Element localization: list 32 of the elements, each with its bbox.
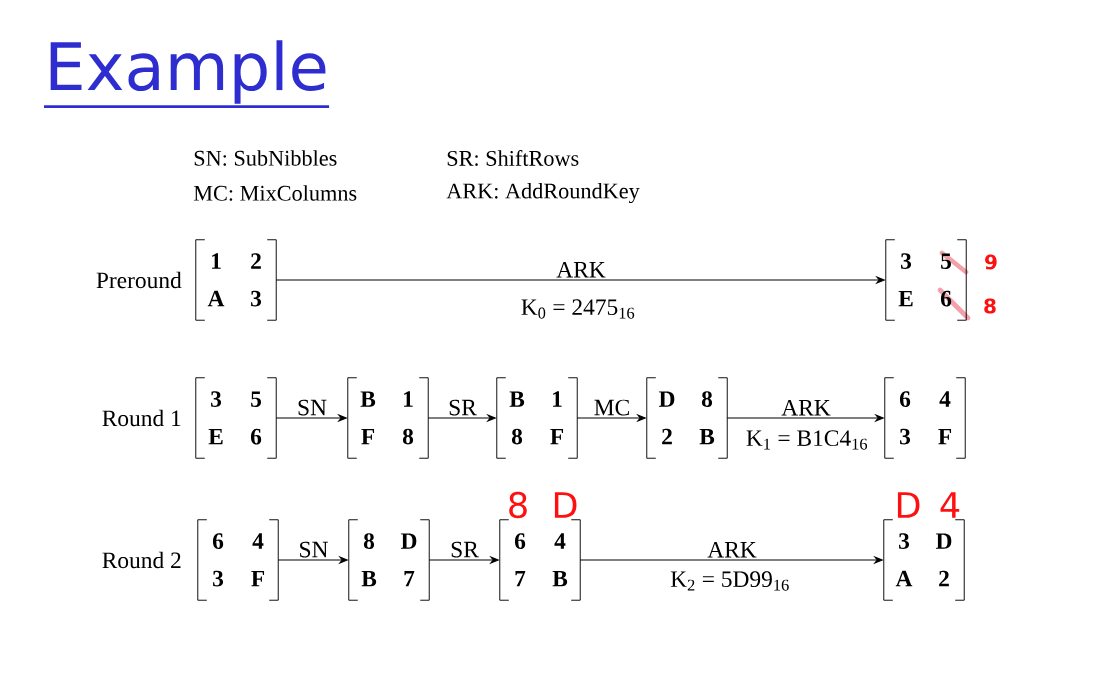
round-key-label: K$_{0}$ = 2475$_{16}$	[521, 299, 635, 319]
legend-text: MC: MixColumns	[193, 185, 357, 201]
handwritten-note: D	[554, 492, 577, 518]
title: Example	[44, 40, 330, 108]
matrix-box: 8 D B 7	[348, 519, 430, 601]
edge-label: SR	[451, 541, 479, 558]
edge-label: MC	[594, 399, 629, 416]
edge-label: ARK	[707, 541, 757, 558]
round-key-label: K$_{2}$ = 5D99$_{16}$	[670, 571, 789, 591]
matrix-box: 6 4 3 F	[197, 519, 279, 601]
matrix-box: 6 4 3 F	[884, 377, 966, 459]
round-key-label: K$_{1}$ = B1C4$_{16}$	[746, 430, 868, 450]
edge-label: SN	[298, 399, 327, 416]
matrix-box: B 1 F 8	[347, 377, 429, 459]
matrix-box: D 8 2 B	[646, 377, 728, 459]
legend-text: SR: ShiftRows	[447, 150, 579, 166]
handwritten-note: 8	[509, 491, 527, 519]
edge-label: ARK	[781, 399, 831, 416]
matrix-box: 3 D A 2	[883, 519, 965, 601]
handwritten-note: 9	[985, 254, 997, 270]
matrix-box: 3 5 E 6	[195, 377, 277, 459]
edge-label: SR	[449, 399, 477, 416]
handwritten-note: D	[897, 492, 920, 518]
matrix-box: 6 4 7 B	[499, 519, 581, 601]
matrix-box: B 1 8 F	[496, 377, 578, 459]
handwritten-note: 4	[940, 492, 960, 518]
legend-text: SN: SubNibbles	[194, 150, 337, 166]
legend-text: ARK: AddRoundKey	[446, 182, 640, 204]
edge-label: ARK	[556, 261, 606, 278]
matrix-box: 1 2 A 3	[195, 239, 277, 321]
matrix-box: 3 5 E 6	[885, 239, 967, 321]
edge-label: SN	[300, 541, 328, 558]
